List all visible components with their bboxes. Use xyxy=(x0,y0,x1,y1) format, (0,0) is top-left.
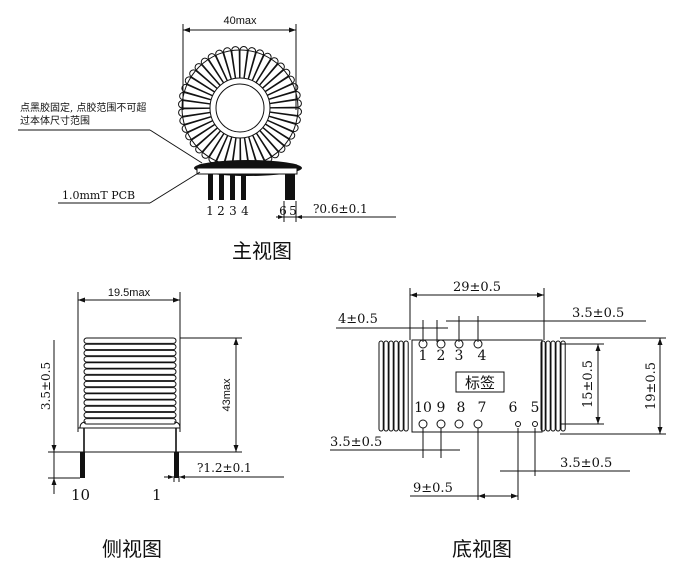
label-box xyxy=(455,371,505,393)
coil-turn xyxy=(83,418,177,425)
bottom-pin-label: 9 xyxy=(437,400,446,416)
coil-turn xyxy=(83,393,177,400)
bottom-view: 29±0.5 4±0.5 3.5±0.5 1 2 3 4 标签 10 9 8 7… xyxy=(330,280,666,561)
bottom-width-dim: 29±0.5 xyxy=(453,280,501,295)
bottom-pitch-dim: 4±0.5 xyxy=(338,312,378,327)
coil-turn xyxy=(388,340,394,432)
front-view-title: 主视图 xyxy=(232,239,292,263)
coil-turn xyxy=(83,399,177,406)
bottom-pin-hole xyxy=(436,419,446,429)
coil-turn xyxy=(560,340,566,432)
front-pin-label: 6 xyxy=(279,204,287,218)
bottom-pin-label: 4 xyxy=(478,348,487,364)
coil-turn xyxy=(403,340,409,432)
coil-turn xyxy=(540,340,546,432)
coil-turn xyxy=(83,405,177,413)
side-height-dim: 43max xyxy=(221,378,233,412)
side-pin-label-left: 10 xyxy=(71,486,90,504)
coil-turn xyxy=(83,362,177,369)
bottom-pin-label: 1 xyxy=(419,348,428,364)
coil-turn xyxy=(83,374,177,382)
pcb-board xyxy=(196,167,298,175)
bottom-span-dim: 9±0.5 xyxy=(413,481,453,496)
coil-turn xyxy=(545,340,551,432)
front-pin-label: 1 xyxy=(206,204,214,218)
front-pin-label: 5 xyxy=(289,204,297,218)
bottom-pin-label: 10 xyxy=(414,400,432,416)
coil-turn xyxy=(83,337,177,344)
bottom-pin-hole xyxy=(473,419,483,429)
coil-turn xyxy=(83,349,177,357)
side-pin-right xyxy=(174,452,179,478)
front-view: 40max 点黑胶固定, 点胶范围不可超 过本体尺寸范围 1.0mmT P xyxy=(18,15,396,263)
bottom-view-title: 底视图 xyxy=(452,537,512,561)
coil-turn xyxy=(83,368,177,375)
bottom-pin-label: 3 xyxy=(455,348,464,364)
bottom-pin-hole xyxy=(515,421,521,427)
side-pin-dia-dim: ?1.2±0.1 xyxy=(197,461,252,475)
side-pin-left xyxy=(80,452,85,478)
front-pin-dia-dim: ?0.6±0.1 xyxy=(313,202,368,216)
bottom-coil-left xyxy=(378,340,409,432)
bottom-pin-label: 2 xyxy=(437,348,446,364)
front-pin-label: 3 xyxy=(229,204,237,218)
bottom-coil-right xyxy=(540,340,566,432)
bottom-pin-hole xyxy=(418,339,428,349)
bottom-offset-top-right-dim: 3.5±0.5 xyxy=(572,306,624,321)
bottom-pin-label: 5 xyxy=(531,400,540,416)
bottom-pin-hole xyxy=(454,339,464,349)
coil-turn xyxy=(383,340,389,432)
front-pin-label: 4 xyxy=(241,204,249,218)
bottom-pin-hole xyxy=(436,339,446,349)
bottom-offset-bottom-right-dim: 3.5±0.5 xyxy=(560,456,612,471)
side-coil-stack xyxy=(79,337,181,429)
bottom-row-spacing-dim: 15±0.5 xyxy=(581,360,596,408)
bottom-offset-bottom-left-dim: 3.5±0.5 xyxy=(330,435,382,450)
coil-turn xyxy=(83,380,177,388)
bottom-pin-hole xyxy=(532,421,538,427)
coil-turn xyxy=(550,340,556,432)
coil-turn xyxy=(83,343,177,351)
coil-turn xyxy=(83,387,177,394)
side-view-title: 侧视图 xyxy=(102,537,162,561)
front-pin-label: 2 xyxy=(217,204,225,218)
glue-note-line1: 点黑胶固定, 点胶范围不可超 xyxy=(20,101,146,114)
coil-turn xyxy=(83,356,177,363)
bottom-pin-label: 7 xyxy=(478,400,487,416)
coil-turn xyxy=(398,340,404,432)
coil-turn xyxy=(555,340,561,432)
bottom-height-dim: 19±0.5 xyxy=(644,362,659,410)
pcb-note: 1.0mmT PCB xyxy=(62,189,135,202)
toroid-coil xyxy=(178,46,302,170)
side-width-dim: 19.5max xyxy=(108,287,151,299)
coil-turn xyxy=(378,340,384,432)
coil-turn xyxy=(83,411,177,419)
glue-note-line2: 过本体尺寸范围 xyxy=(20,114,90,127)
side-view: 19.5max 43max 3.5±0.5 ?1.2±0.1 10 1 xyxy=(39,287,284,561)
bottom-pin-hole xyxy=(473,339,483,349)
label-text: 标签 xyxy=(465,374,495,392)
bottom-pin-hole xyxy=(454,419,464,429)
bottom-pin-label: 8 xyxy=(457,400,466,416)
front-pins xyxy=(208,174,295,200)
coil-turn xyxy=(393,340,399,432)
bottom-pin-hole xyxy=(418,419,428,429)
bottom-pin-label: 6 xyxy=(509,400,518,416)
side-pin-label-right: 1 xyxy=(152,486,162,504)
front-width-dim: 40max xyxy=(223,15,257,27)
side-pin-len-dim: 3.5±0.5 xyxy=(39,362,53,410)
